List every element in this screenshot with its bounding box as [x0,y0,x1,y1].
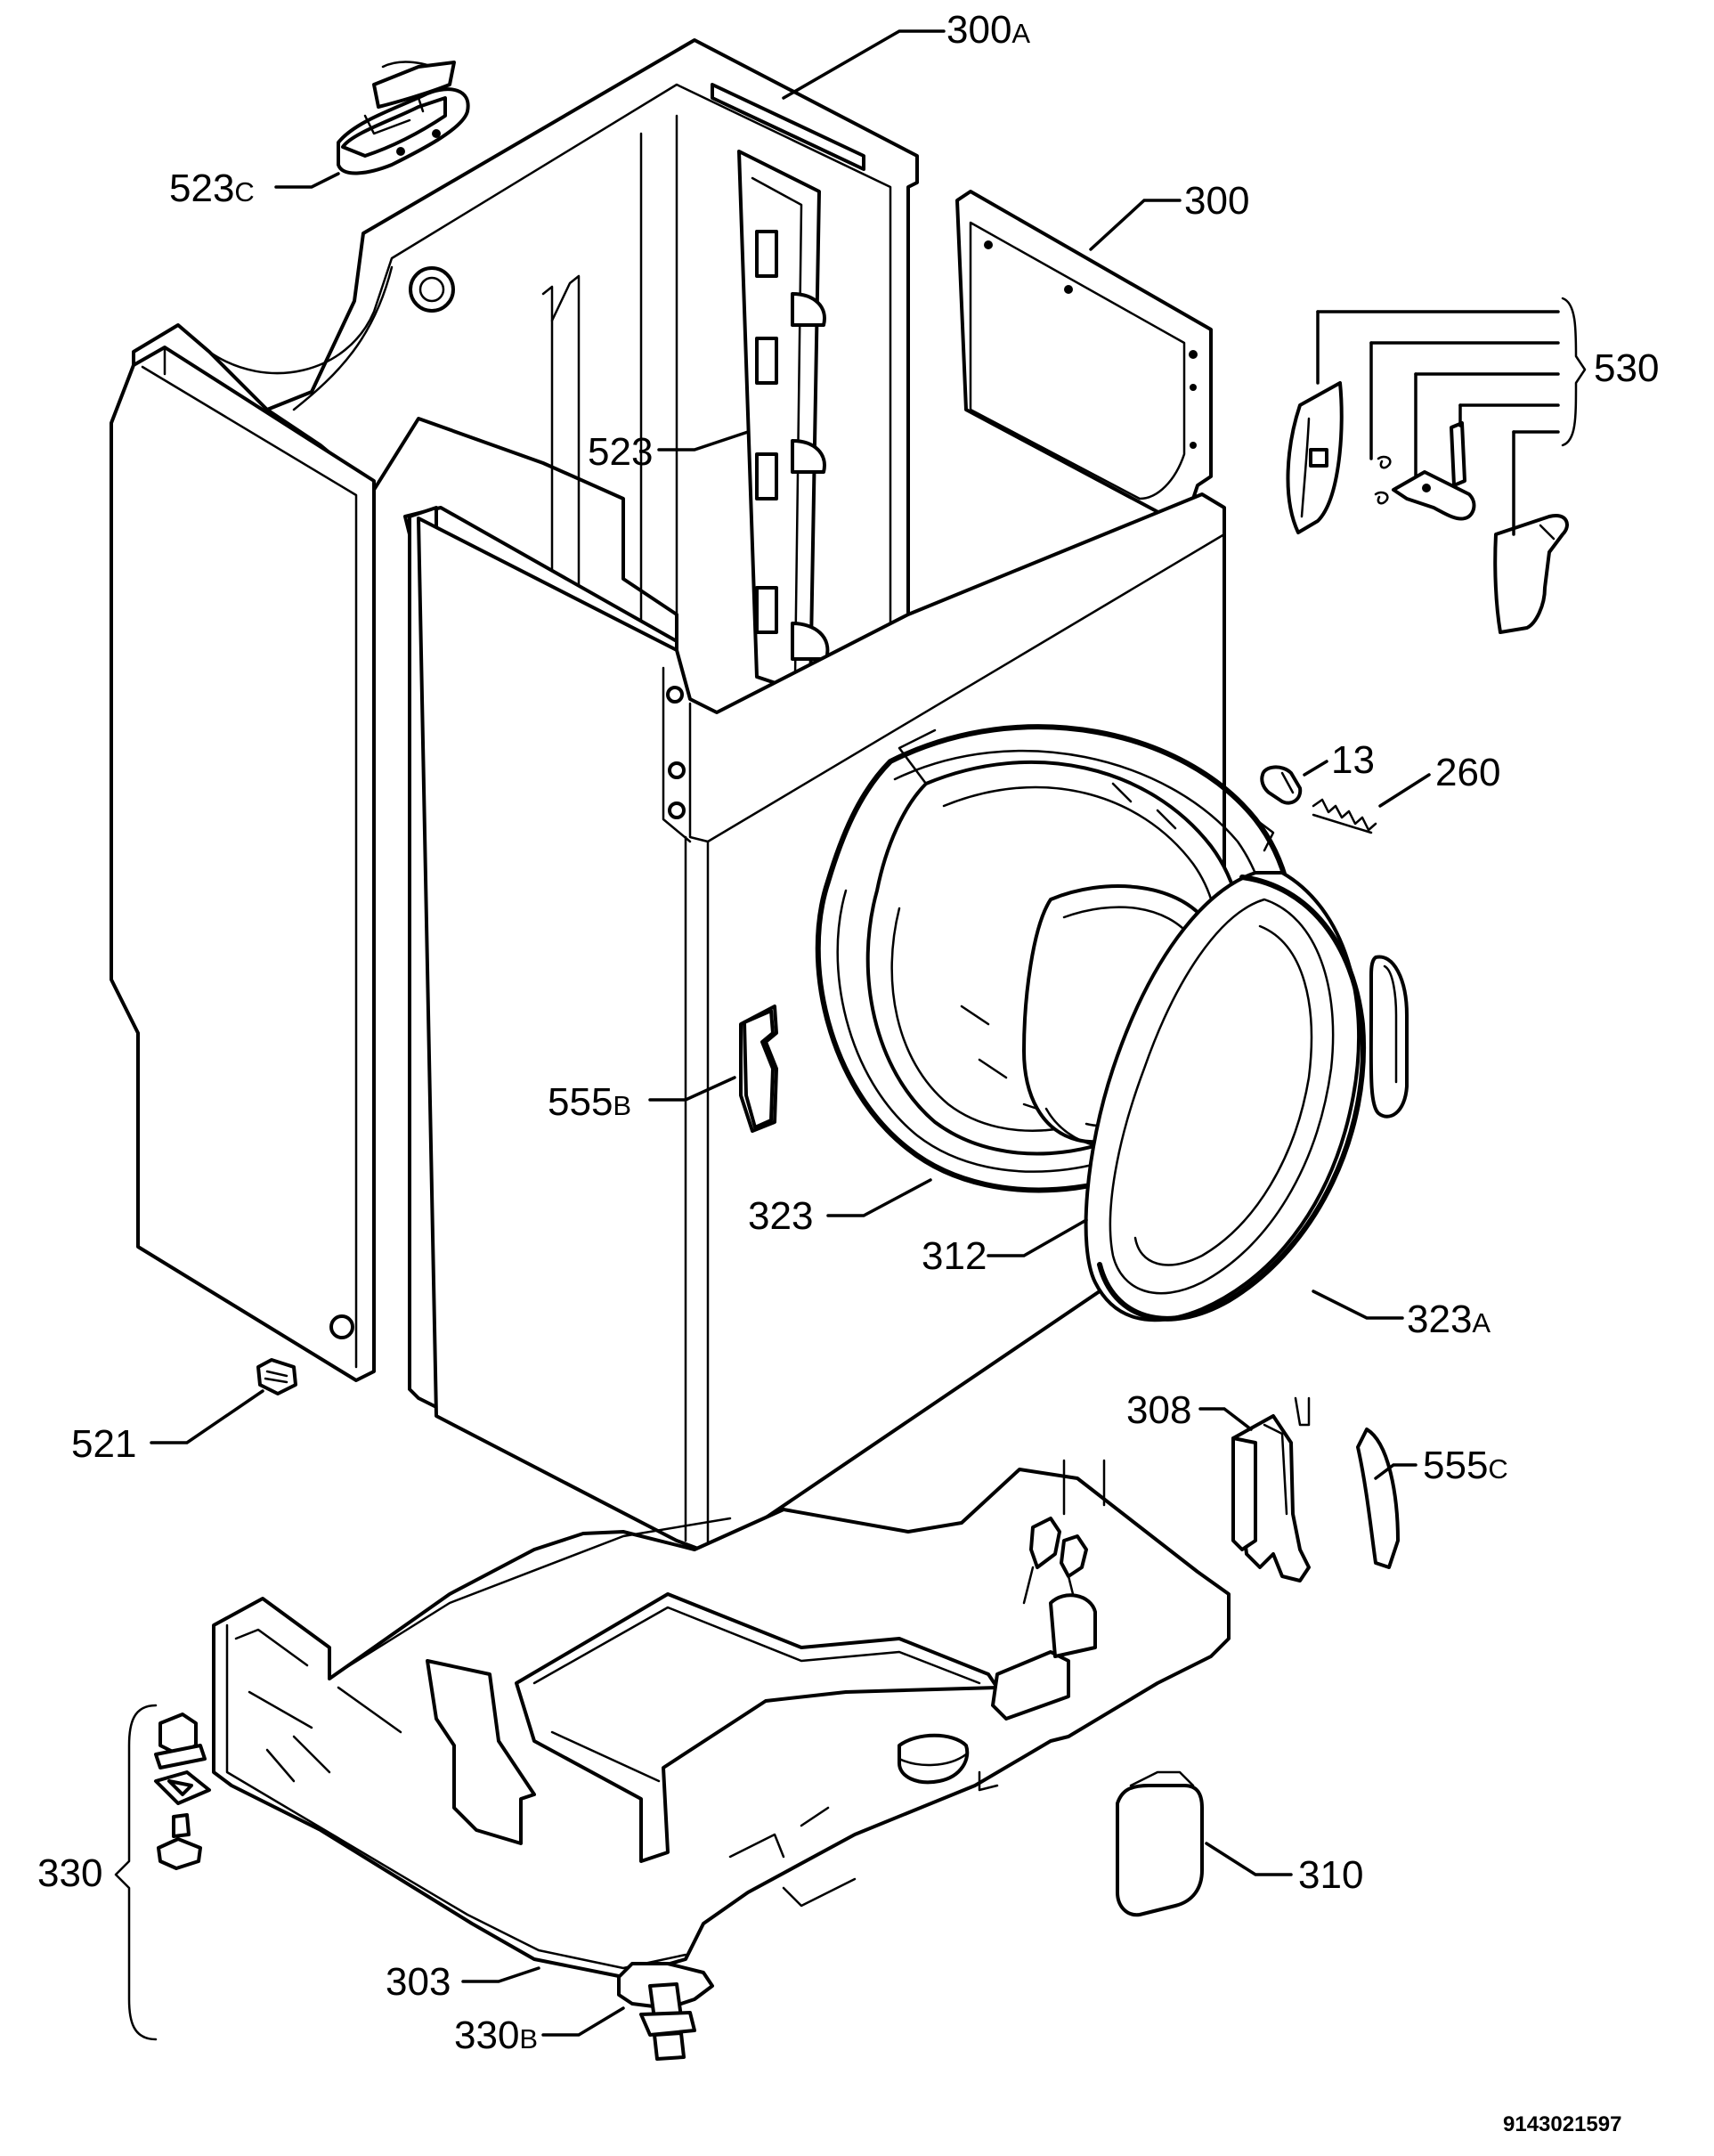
screw-part [256,1358,297,1395]
callout-555b: 555B [548,1080,631,1124]
hinge-pin-part [1260,765,1303,805]
callout-330b: 330B [454,2014,538,2057]
spring-part [1312,798,1377,834]
callout-555c: 555C [1423,1444,1508,1487]
callout-310: 310 [1298,1853,1363,1897]
document-number: 9143021597 [1503,2112,1621,2136]
callout-323a: 323A [1407,1298,1491,1341]
callout-523: 523 [588,430,653,474]
panel-clip-part-b [743,1009,775,1129]
panel-bracket-part [737,150,830,696]
door-assembly-part [1084,871,1409,1322]
callout-260: 260 [1435,751,1500,794]
callout-303: 303 [386,1960,451,2004]
callout-308: 308 [1126,1388,1191,1432]
callout-300a: 300A [946,8,1030,52]
door-lock-parts [1286,381,1569,634]
door-hinge-part [1231,1396,1311,1582]
callout-13: 13 [1331,738,1375,782]
hose-clip-part [337,61,470,175]
left-side-panel-part [110,346,376,1382]
filter-cover-part [1116,1770,1204,1917]
adjustable-foot-kit-parts [114,1704,211,2041]
callout-523c: 523C [169,167,255,210]
callout-530: 530 [1594,346,1659,390]
panel-clip-part-c [1356,1428,1400,1569]
leveling-foot-part [617,1962,714,2061]
callout-312: 312 [922,1234,987,1278]
callout-330: 330 [37,1851,102,1895]
leader-lines [150,29,1587,2037]
callout-323: 323 [748,1194,813,1238]
callout-521: 521 [71,1422,136,1466]
callout-300: 300 [1184,179,1249,223]
base-frame-part [212,1459,1231,1979]
cabinet-frame-part [132,38,1213,732]
